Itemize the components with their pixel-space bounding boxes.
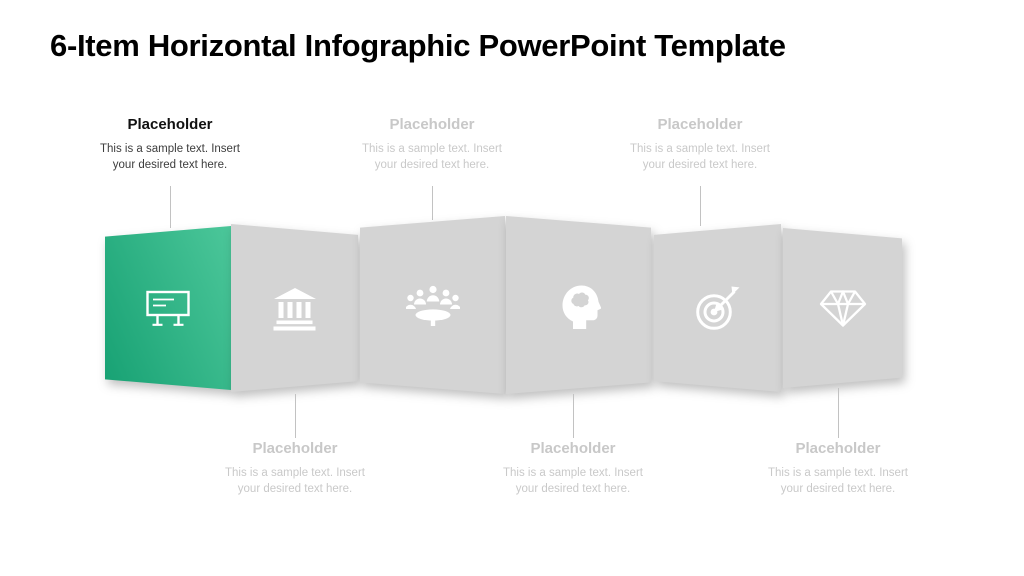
panel-face bbox=[783, 228, 902, 388]
label-top-3[interactable]: Placeholder This is a sample text. Inser… bbox=[610, 116, 790, 174]
bank-icon bbox=[273, 287, 316, 330]
label-heading: Placeholder bbox=[530, 440, 616, 457]
panel-1[interactable] bbox=[105, 226, 231, 390]
connector-line bbox=[700, 186, 701, 226]
panel-face bbox=[231, 224, 358, 392]
label-body: This is a sample text. Insert your desir… bbox=[362, 143, 502, 171]
target-icon bbox=[695, 286, 739, 330]
label-top-1[interactable]: Placeholder This is a sample text. Inser… bbox=[80, 116, 260, 174]
panel-face bbox=[506, 216, 651, 394]
label-top-2[interactable]: Placeholder This is a sample text. Inser… bbox=[342, 116, 522, 174]
label-heading: Placeholder bbox=[389, 116, 475, 133]
label-body: This is a sample text. Insert your desir… bbox=[630, 143, 770, 171]
diamond-icon bbox=[819, 290, 866, 327]
connector-line bbox=[295, 394, 296, 438]
label-heading: Placeholder bbox=[795, 440, 881, 457]
panel-face bbox=[105, 226, 231, 390]
label-bottom-3[interactable]: Placeholder This is a sample text. Inser… bbox=[748, 440, 928, 498]
connector-line bbox=[170, 186, 171, 228]
meeting-icon bbox=[405, 285, 460, 326]
panel-face bbox=[360, 216, 505, 394]
panel-2[interactable] bbox=[231, 224, 358, 392]
panel-3[interactable] bbox=[360, 216, 505, 394]
label-bottom-1[interactable]: Placeholder This is a sample text. Inser… bbox=[205, 440, 385, 498]
label-body: This is a sample text. Insert your desir… bbox=[768, 467, 908, 495]
connector-line bbox=[432, 186, 433, 220]
panel-5[interactable] bbox=[654, 224, 781, 392]
connector-line bbox=[573, 394, 574, 438]
label-heading: Placeholder bbox=[252, 440, 338, 457]
panel-6[interactable] bbox=[783, 228, 902, 388]
label-body: This is a sample text. Insert your desir… bbox=[225, 467, 365, 495]
panel-face bbox=[654, 224, 781, 392]
label-heading: Placeholder bbox=[657, 116, 743, 133]
label-body: This is a sample text. Insert your desir… bbox=[503, 467, 643, 495]
label-heading: Placeholder bbox=[127, 116, 213, 133]
head-brain-icon bbox=[562, 285, 601, 329]
connector-line bbox=[838, 388, 839, 438]
label-body: This is a sample text. Insert your desir… bbox=[100, 143, 240, 171]
panel-4[interactable] bbox=[506, 216, 651, 394]
label-bottom-2[interactable]: Placeholder This is a sample text. Inser… bbox=[483, 440, 663, 498]
billboard-icon bbox=[146, 290, 190, 326]
page-title[interactable]: 6-Item Horizontal Infographic PowerPoint… bbox=[50, 28, 786, 63]
